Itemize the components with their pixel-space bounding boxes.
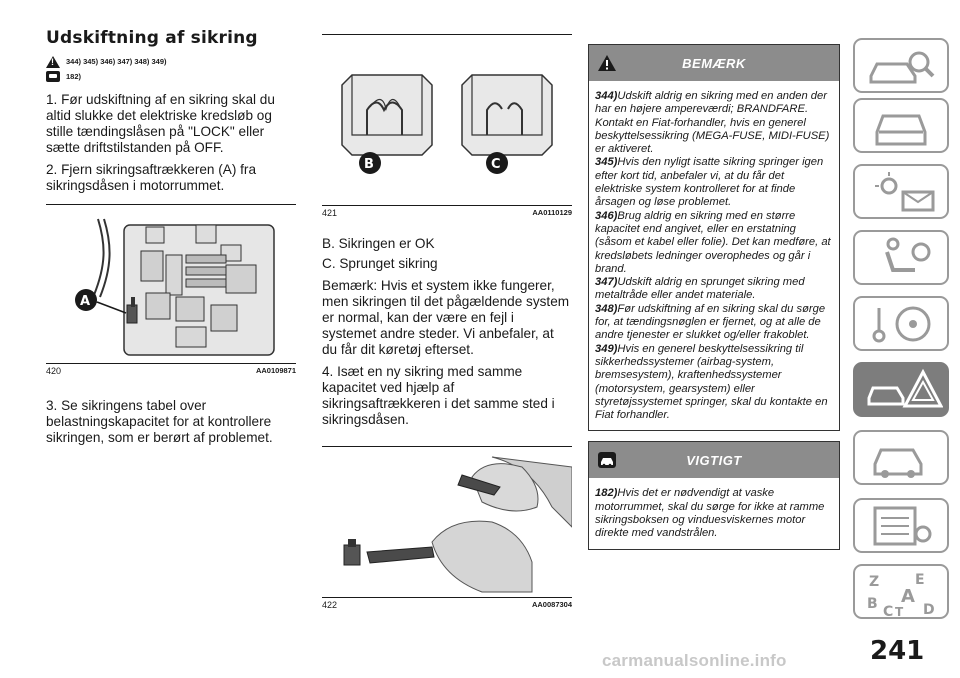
- car-damage-icon: [598, 452, 616, 469]
- page-title: Udskiftning af sikring: [46, 28, 258, 48]
- fuse-box-illustration: A: [75, 218, 275, 356]
- figure-422-caption: 422 AA0087304: [322, 600, 572, 610]
- warning-light-envelope-icon: [875, 172, 935, 212]
- warning-box-header: BEMÆRK: [589, 45, 839, 81]
- warning-item: 344)Udskift aldrig en sikring med en and…: [595, 90, 830, 156]
- warning-item: 347)Udskift aldrig en sprunget sikring m…: [595, 276, 805, 302]
- step-1: 1. Før udskiftning af en sikring skal du…: [46, 92, 275, 155]
- svg-text:A: A: [901, 586, 915, 607]
- important-box-body: 182)Hvis det er nødvendigt at vaske moto…: [589, 478, 839, 548]
- step-4: 4. Isæt en ny sikring med samme kapacite…: [322, 364, 555, 427]
- note-icon: [46, 71, 60, 82]
- fuse-puller-hands-illustration: [343, 456, 573, 593]
- figure-code: AA0110129: [532, 208, 572, 217]
- note-references: 182): [46, 69, 296, 84]
- column-right: BEMÆRK 344)Udskift aldrig en sikring med…: [588, 44, 840, 560]
- svg-text:B: B: [867, 596, 878, 612]
- note-reference-numbers: 182): [66, 72, 82, 81]
- seat-airbag-icon: [885, 237, 931, 272]
- important-item: 182)Hvis det er nødvendigt at vaske moto…: [595, 487, 825, 540]
- svg-text:E: E: [915, 572, 925, 588]
- step-3: 3. Se sikringens tabel over belastningsk…: [46, 398, 273, 445]
- side-tab-safety[interactable]: [853, 230, 949, 285]
- important-box: VIGTIGT 182)Hvis det er nødvendigt at va…: [588, 441, 840, 550]
- figure-code: AA0087304: [531, 600, 572, 609]
- figure-label-c: C: [491, 157, 501, 172]
- figure-421: B C 421 AA0110129: [322, 34, 572, 218]
- figure-number: 421: [322, 208, 338, 218]
- figure-number: 422: [322, 600, 338, 610]
- figure-code: AA0109871: [255, 366, 296, 375]
- warning-triangle-icon: [598, 55, 616, 71]
- svg-text:C: C: [883, 604, 893, 618]
- key-steering-wheel-icon: [872, 306, 931, 343]
- side-tab-index[interactable]: Z E B A C T D: [853, 564, 949, 619]
- note-paragraph: Bemærk: Hvis et system ikke fungerer, me…: [322, 278, 570, 357]
- item-b: B. Sikringen er OK: [322, 236, 435, 251]
- warning-reference-numbers: 344) 345) 346) 347) 348) 349): [66, 57, 167, 66]
- figure-421-caption: 421 AA0110129: [322, 208, 572, 218]
- warning-references: 344) 345) 346) 347) 348) 349): [46, 54, 296, 69]
- side-tab-maintenance[interactable]: [853, 430, 949, 485]
- figure-420-caption: 420 AA0109871: [46, 366, 296, 376]
- svg-text:Z: Z: [869, 574, 879, 590]
- side-tab-lights-messages[interactable]: [853, 164, 949, 219]
- step-2: 2. Fjern sikringsaftrækkeren (A) fra sik…: [46, 162, 257, 193]
- figure-422: 422 AA0087304: [322, 446, 573, 610]
- warning-box: BEMÆRK 344)Udskift aldrig en sikring med…: [588, 44, 840, 432]
- car-front-icon: [875, 114, 927, 146]
- warning-item: 349)Hvis en generel beskyttelsessikring …: [595, 342, 828, 422]
- car-warning-triangle-icon: [867, 368, 943, 408]
- item-c: C. Sprunget sikring: [322, 256, 438, 271]
- warning-box-title: BEMÆRK: [682, 55, 746, 71]
- side-tab-vehicle-features[interactable]: [853, 98, 949, 153]
- warning-item: 346)Brug aldrig en sikring med en større…: [595, 209, 831, 275]
- watermark: carmanualsonline.info: [602, 651, 787, 670]
- figure-420: A 420 AA0109871: [46, 204, 296, 376]
- car-search-icon: [869, 51, 935, 84]
- side-tab-starting-driving[interactable]: [853, 296, 949, 351]
- important-box-title: VIGTIGT: [686, 452, 742, 468]
- car-service-icon: [873, 448, 923, 478]
- figure-label-a: A: [80, 294, 90, 309]
- warning-box-body: 344)Udskift aldrig en sikring med en and…: [589, 81, 839, 430]
- column-left: Udskiftning af sikring 344) 345) 346) 34…: [46, 28, 296, 452]
- figure-label-b: B: [364, 157, 374, 172]
- page-number: 241: [870, 636, 925, 666]
- important-box-header: VIGTIGT: [589, 442, 839, 479]
- svg-text:D: D: [923, 602, 935, 618]
- figure-number: 420: [46, 366, 62, 376]
- column-middle: B C 421 AA0110129 B. Sikringen er OK C. …: [322, 34, 573, 610]
- side-tab-emergency[interactable]: [853, 362, 949, 417]
- alphabet-index-icon: Z E B A C T D: [867, 572, 935, 618]
- warning-triangle-icon: [46, 55, 60, 68]
- warning-item: 345)Hvis den nyligt isatte sikring sprin…: [595, 156, 824, 209]
- svg-text:T: T: [895, 605, 904, 618]
- side-tab-vehicle-overview[interactable]: [853, 38, 949, 93]
- fuse-comparison-illustration: B C: [341, 74, 553, 174]
- warning-item: 348)Før udskiftning af en sikring skal d…: [595, 302, 826, 342]
- spec-sheet-icon: [873, 506, 932, 546]
- side-tab-technical-data[interactable]: [853, 498, 949, 553]
